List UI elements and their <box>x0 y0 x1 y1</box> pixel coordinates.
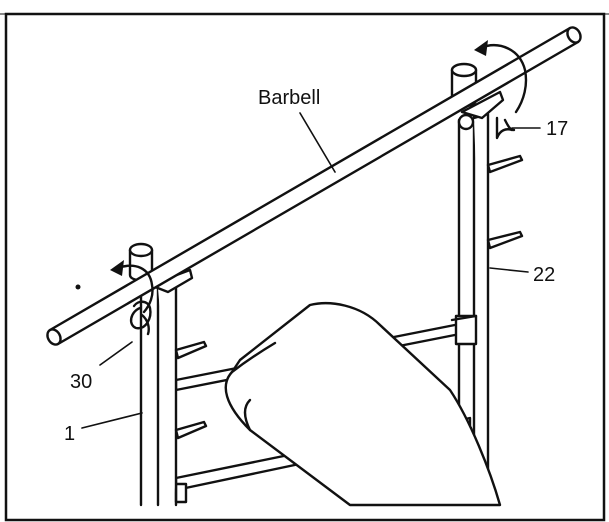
barbell-bar <box>46 26 582 346</box>
leader-lines <box>81 112 541 429</box>
rotation-arrow-right <box>474 40 528 114</box>
spring-clip-17 <box>495 116 516 140</box>
label-barbell: Barbell <box>258 87 320 109</box>
speck-mark <box>75 284 81 290</box>
label-part-17: 17 <box>546 118 568 140</box>
label-part-30: 30 <box>70 371 92 393</box>
bench-pad <box>224 302 502 507</box>
label-part-1: 1 <box>64 423 75 445</box>
rotation-arrow-left <box>110 260 154 314</box>
label-part-22: 22 <box>533 264 555 286</box>
spring-clip-30 <box>129 300 152 336</box>
